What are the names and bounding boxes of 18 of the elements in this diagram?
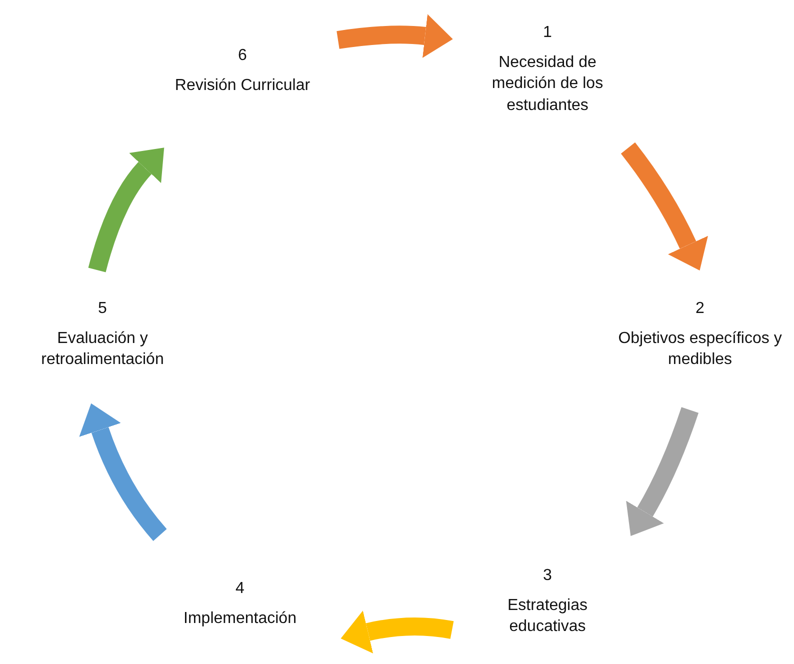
curved-arrow (79, 404, 167, 541)
step-label: Implementación (182, 608, 298, 629)
step-number: 3 (542, 566, 553, 586)
curved-arrow (336, 14, 453, 58)
step-number: 1 (542, 23, 553, 43)
step-number: 2 (694, 299, 706, 319)
step-label: Revisión Curricular (174, 76, 312, 96)
curved-arrow (626, 407, 699, 536)
step-number: 6 (237, 46, 248, 66)
curved-arrow (340, 610, 454, 654)
curved-arrow (88, 146, 164, 272)
step-label: Necesidad de medición de los estudiantes (490, 52, 604, 116)
step-number: 4 (234, 579, 246, 599)
step-number: 5 (97, 299, 108, 319)
step-label: Estrategias educativas (506, 596, 589, 638)
step-label: Objetivos específicos y medibles (617, 328, 783, 370)
step-label: Evaluación y retroalimentación (40, 328, 165, 370)
curved-arrow (620, 142, 708, 270)
